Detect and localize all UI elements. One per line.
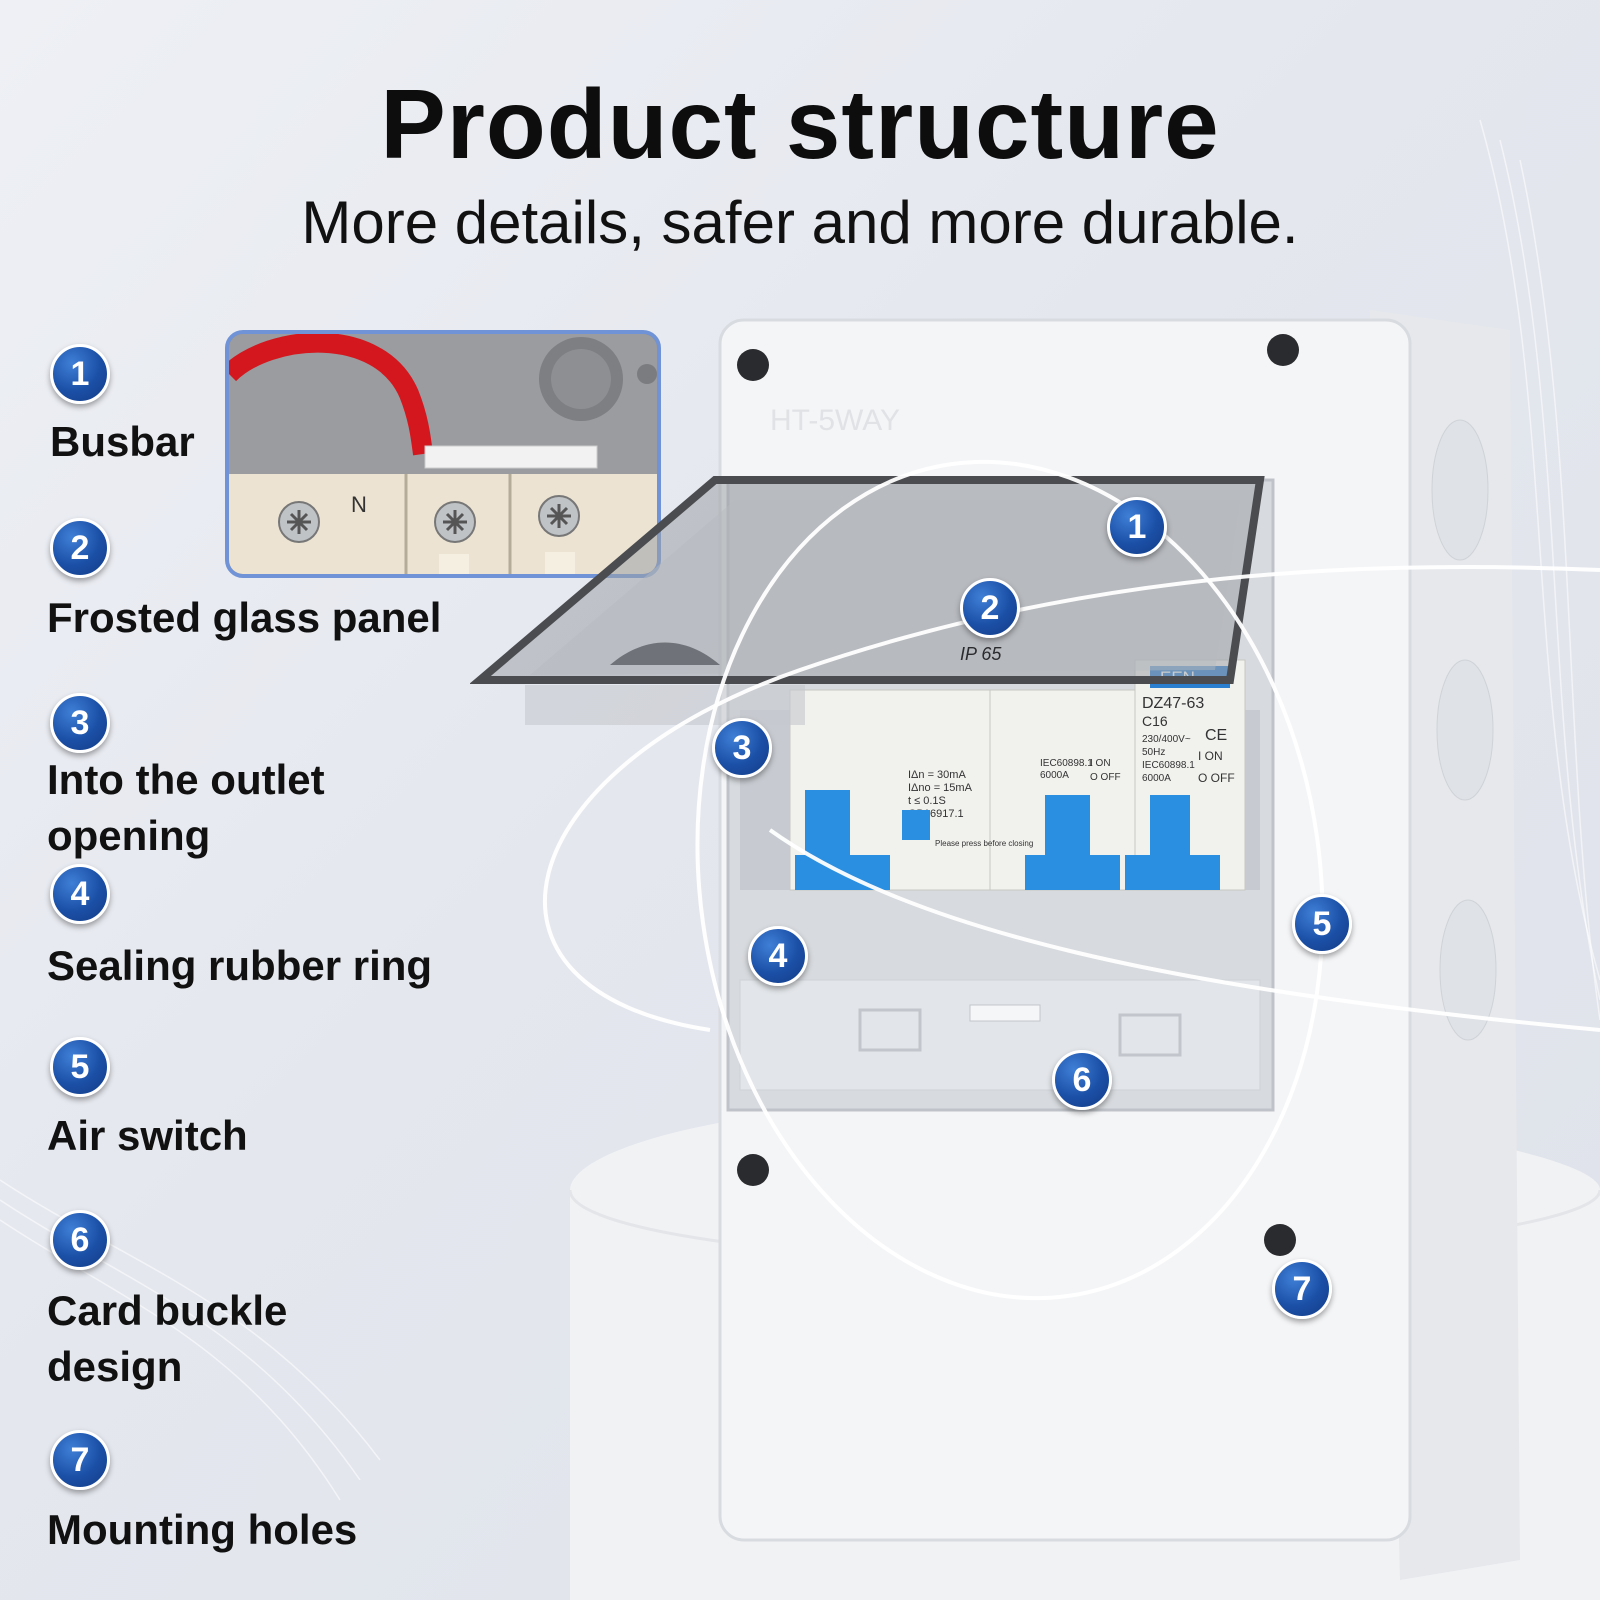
feature-2-label: Frosted glass panel	[47, 594, 442, 641]
svg-text:I ON: I ON	[1090, 758, 1111, 769]
svg-text:DZ47-63: DZ47-63	[1142, 695, 1204, 712]
feature-1-badge: 1	[50, 344, 110, 404]
mounting-hole-icon	[737, 1154, 769, 1186]
terminal-label: N	[351, 492, 367, 517]
svg-text:I ON: I ON	[1198, 749, 1223, 763]
callout-4-badge: 4	[748, 926, 808, 986]
callout-6-badge: 6	[1052, 1050, 1112, 1110]
svg-text:C16: C16	[1142, 713, 1168, 729]
svg-text:IEC60898.1: IEC60898.1	[1040, 758, 1093, 769]
callout-1-badge: 1	[1107, 497, 1167, 557]
feature-6-label: Card buckle design	[47, 1287, 288, 1390]
screw-icon	[538, 495, 580, 537]
feature-6-badge: 6	[50, 1210, 110, 1270]
page-title: Product structure	[380, 69, 1220, 179]
feature-2-badge: 2	[50, 518, 110, 578]
callout-2-badge: 2	[960, 578, 1020, 638]
screw-icon	[434, 501, 476, 543]
mounting-hole-icon	[1267, 334, 1299, 366]
svg-text:IΔno = 15mA: IΔno = 15mA	[908, 782, 973, 794]
mounting-hole-icon	[1264, 1224, 1296, 1256]
feature-4-label: Sealing rubber ring	[47, 942, 433, 989]
feature-5-label: Air switch	[47, 1112, 248, 1159]
svg-text:O OFF: O OFF	[1198, 771, 1235, 785]
breaker-toggle	[1025, 795, 1120, 890]
svg-text:IΔn = 30mA: IΔn = 30mA	[908, 769, 966, 781]
feature-3-badge: 3	[50, 693, 110, 753]
svg-text:230/400V~: 230/400V~	[1142, 734, 1191, 745]
svg-text:O OFF: O OFF	[1090, 772, 1121, 783]
model-marking: HT-5WAY	[770, 404, 900, 437]
screw-icon	[278, 501, 320, 543]
feature-3-label: Into the outlet opening	[47, 756, 325, 859]
svg-text:t ≤ 0.1S: t ≤ 0.1S	[908, 795, 946, 807]
feature-7-badge: 7	[50, 1430, 110, 1490]
breaker-toggle	[795, 790, 890, 890]
svg-text:Please press before closing: Please press before closing	[935, 839, 1033, 848]
feature-7-label: Mounting holes	[47, 1506, 358, 1553]
air-switch-module: EEN DZ47-63 C16 230/400V~ 50Hz IEC60898.…	[789, 659, 1246, 891]
svg-text:50Hz: 50Hz	[1142, 747, 1165, 758]
feature-4-badge: 4	[50, 864, 110, 924]
page-subtitle: More details, safer and more durable.	[301, 189, 1299, 256]
svg-text:6000A: 6000A	[1040, 770, 1069, 781]
feature-1-label: Busbar	[50, 418, 195, 465]
svg-text:IEC60898.1: IEC60898.1	[1142, 760, 1195, 771]
frosted-glass-lid: IP 65	[470, 476, 1265, 725]
busbar-illustration: N	[229, 334, 657, 574]
ip-rating: IP 65	[960, 644, 1002, 664]
feature-5-badge: 5	[50, 1037, 110, 1097]
distribution-box-illustration: HT-5WAY EEN DZ47-63 C16 230/400V~ 50Hz I…	[470, 310, 1600, 1600]
busbar-inset-photo: N	[225, 330, 661, 578]
mounting-hole-icon	[737, 349, 769, 381]
svg-text:6000A: 6000A	[1142, 773, 1171, 784]
svg-text:CE: CE	[1205, 727, 1227, 744]
callout-5-badge: 5	[1292, 894, 1352, 954]
breaker-toggle	[1125, 795, 1220, 890]
callout-3-badge: 3	[712, 718, 772, 778]
callout-7-badge: 7	[1272, 1259, 1332, 1319]
